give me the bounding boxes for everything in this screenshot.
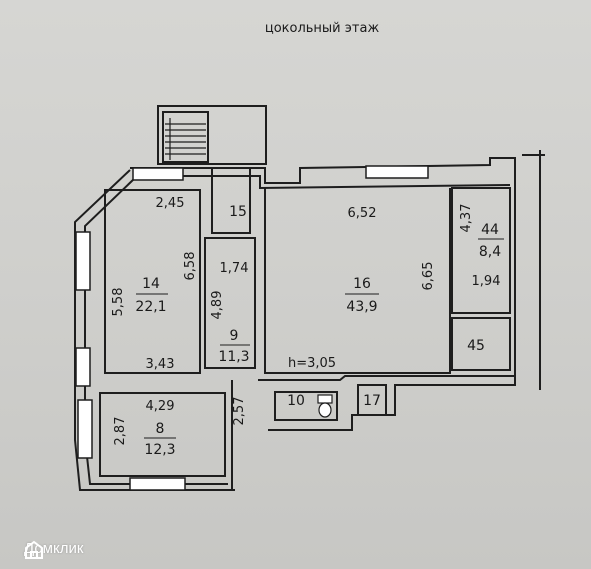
walls [74, 105, 545, 491]
dim-6-52: 6,52 [348, 206, 377, 221]
room-number: 8 [156, 421, 165, 437]
room-number: 16 [353, 276, 371, 292]
room-8-outline [99, 392, 226, 477]
room-10-number: 10 [287, 393, 305, 409]
ceiling-height: h=3,05 [288, 356, 336, 371]
windows [75, 165, 429, 491]
room-45-outline [451, 317, 511, 371]
top-wall [130, 157, 516, 385]
room-16-label: 16 43,9 [345, 276, 379, 315]
stair-inner [162, 111, 209, 163]
dim-4-29: 4,29 [146, 399, 175, 414]
room-area: 22,1 [135, 299, 166, 315]
dim-6-58: 6,58 [183, 252, 198, 281]
domclick-watermark: Домклик [24, 540, 84, 559]
room-number: 9 [230, 328, 239, 344]
watermark-text: Домклик [24, 540, 84, 557]
room-area: 8,4 [479, 244, 501, 260]
stairs [165, 118, 206, 160]
dim-5-58: 5,58 [111, 288, 126, 317]
dim-3-43: 3,43 [146, 357, 175, 372]
room-number: 14 [142, 276, 160, 292]
window [129, 477, 186, 491]
room-number: 44 [481, 222, 499, 238]
room-15-number: 15 [229, 204, 247, 220]
room-area: 12,3 [144, 442, 175, 458]
dim-1-74: 1,74 [220, 261, 249, 276]
top-wall-inner [135, 175, 511, 190]
room-45-number: 45 [467, 338, 485, 354]
room-8-label: 8 12,3 [144, 421, 176, 458]
room-9-label: 9 11,3 [218, 328, 250, 365]
toilet-bowl [318, 402, 332, 418]
room-17-number: 17 [363, 393, 381, 409]
toilet-fixture [317, 394, 333, 418]
lower-wall [258, 375, 516, 431]
room-15-outline [211, 167, 251, 234]
dim-1-94: 1,94 [472, 274, 501, 289]
dim-2-57: 2,57 [232, 397, 247, 426]
dim-4-37: 4,37 [459, 204, 474, 233]
stair-block [157, 105, 267, 165]
plan-title: цокольный этаж [265, 21, 380, 36]
room-44-outline [451, 187, 511, 314]
dim-2-87: 2,87 [113, 417, 128, 446]
house-logo-icon [25, 540, 43, 559]
room-16-outline [264, 188, 451, 374]
window [132, 167, 184, 181]
window [75, 347, 91, 387]
window [77, 399, 93, 459]
room-44-label: 44 8,4 [478, 222, 504, 260]
window [365, 165, 429, 179]
room-area: 11,3 [218, 349, 249, 365]
room-17-outline [357, 384, 387, 416]
room-14-outline [104, 189, 201, 374]
dim-6-65: 6,65 [421, 262, 436, 291]
room-9-outline [204, 237, 256, 369]
window [75, 231, 91, 291]
dim-4-89: 4,89 [210, 291, 225, 320]
room-area: 43,9 [346, 299, 377, 315]
room-10-outline [274, 391, 338, 421]
toilet-tank [317, 394, 333, 404]
dim-2-45: 2,45 [156, 196, 185, 211]
room-14-label: 14 22,1 [135, 276, 168, 315]
